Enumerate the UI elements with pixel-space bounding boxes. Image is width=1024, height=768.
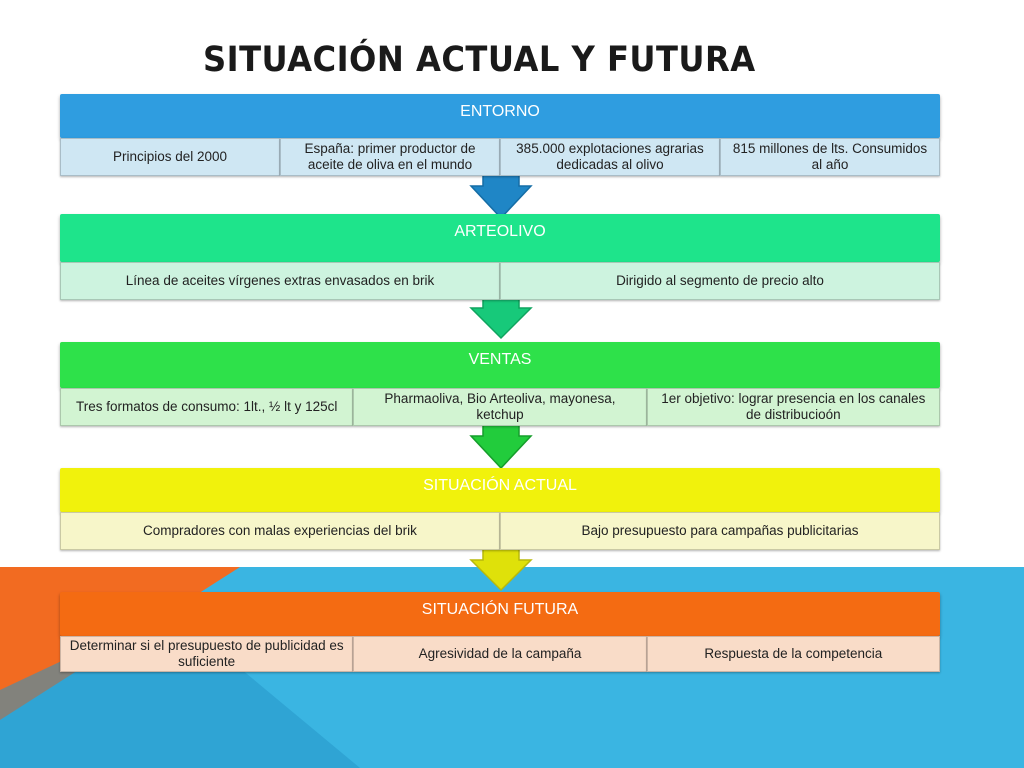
block-item: Dirigido al segmento de precio alto: [500, 262, 940, 300]
block-item: 1er objetivo: lograr presencia en los ca…: [646, 388, 940, 426]
block-item: 385.000 explotaciones agrarias dedicadas…: [500, 138, 720, 176]
block-item: Determinar si el presupuesto de publicid…: [60, 636, 354, 672]
block-item: Agresividad de la campaña: [353, 636, 647, 672]
block-header: SITUACIÓN ACTUAL: [60, 468, 940, 512]
block-item: Respuesta de la competencia: [646, 636, 940, 672]
arrow-down-icon: [469, 546, 533, 592]
block-header: VENTAS: [60, 342, 940, 388]
page-title: SITUACIÓN ACTUAL Y FUTURA: [203, 40, 756, 80]
block-items: Determinar si el presupuesto de publicid…: [60, 636, 940, 672]
block-item: España: primer productor de aceite de ol…: [280, 138, 500, 176]
block-item: Principios del 2000: [60, 138, 280, 176]
block-items: Línea de aceites vírgenes extras envasad…: [60, 262, 940, 300]
arrow-down-icon: [469, 298, 533, 340]
block-items: Principios del 2000 España: primer produ…: [60, 138, 940, 176]
block-header: ARTEOLIVO: [60, 214, 940, 262]
block-item: 815 millones de lts. Consumidos al año: [720, 138, 940, 176]
block-item: Tres formatos de consumo: 1lt., ½ lt y 1…: [60, 388, 354, 426]
block-item: Bajo presupuesto para campañas publicita…: [500, 512, 940, 550]
block-item: Pharmaoliva, Bio Arteoliva, mayonesa, ke…: [353, 388, 647, 426]
block-items: Compradores con malas experiencias del b…: [60, 512, 940, 550]
arrow-down-icon: [469, 422, 533, 470]
block-item: Línea de aceites vírgenes extras envasad…: [60, 262, 500, 300]
block-item: Compradores con malas experiencias del b…: [60, 512, 500, 550]
block-header: SITUACIÓN FUTURA: [60, 592, 940, 636]
block-header: ENTORNO: [60, 94, 940, 138]
block-items: Tres formatos de consumo: 1lt., ½ lt y 1…: [60, 388, 940, 426]
